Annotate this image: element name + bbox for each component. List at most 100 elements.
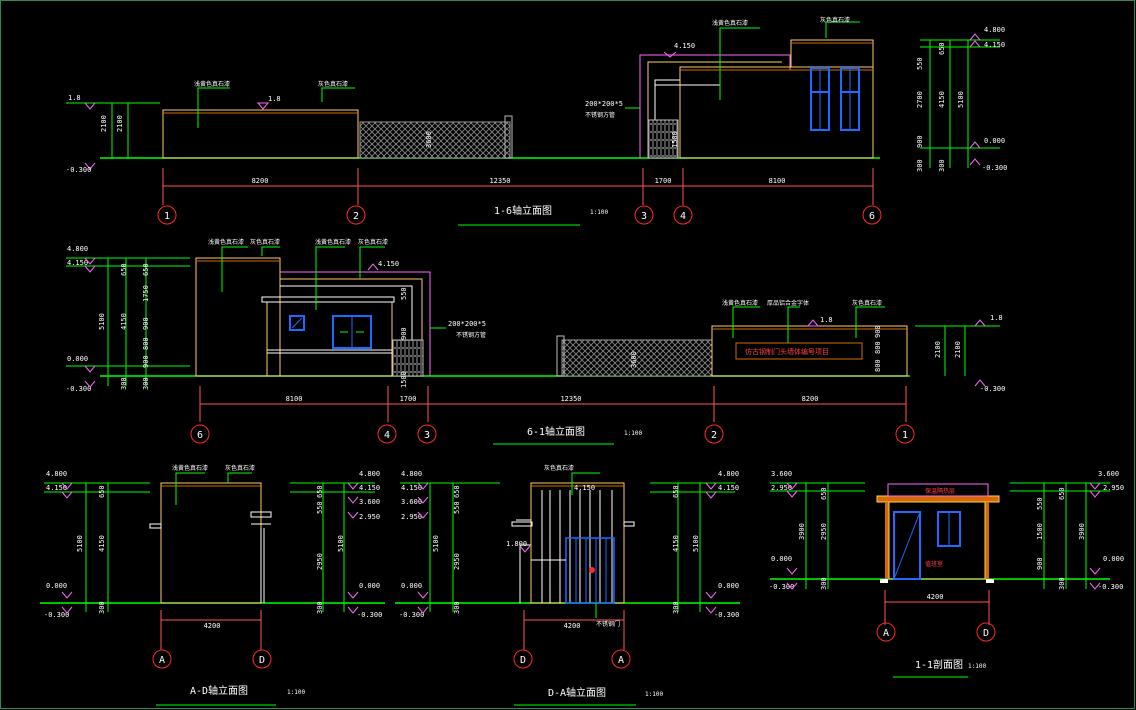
svg-text:4.150: 4.150 [67,259,88,267]
axis-bubble: A [611,649,631,669]
axis-bubble: 1 [895,424,915,444]
svg-text:-0.300: -0.300 [399,611,424,619]
material-note: 灰色真石漆 [820,16,850,24]
dim-text: 8100 [286,395,303,403]
signage-text: 仿古钢制门头墙体编号项目 [745,347,829,356]
material-note: 灰色真石漆 [544,464,574,472]
steel-spec: 不锈钢方管 [585,111,615,119]
svg-text:2.950: 2.950 [771,484,792,492]
material-note: 灰色真石漆 [318,80,348,88]
svg-text:900: 900 [142,355,150,368]
dim-text: 12350 [489,177,510,185]
svg-text:-0.300: -0.300 [980,385,1005,393]
svg-text:650: 650 [672,485,680,498]
svg-text:650: 650 [120,263,128,276]
svg-text:3.600: 3.600 [771,470,792,478]
svg-text:-0.300: -0.300 [66,385,91,393]
drawing-scale: 1:100 [645,691,663,698]
svg-text:5100: 5100 [98,313,106,330]
svg-text:D: D [983,628,989,639]
gate-d4 [565,537,615,604]
svg-text:2950: 2950 [820,523,828,540]
door-d5 [893,511,921,580]
material-note: 浅黄色真石漆 [208,238,244,246]
svg-text:-0.300: -0.300 [357,611,382,619]
axis-bubble: 6 [862,205,882,225]
svg-text:4.800: 4.800 [401,470,422,478]
elevation-1-6: 1 2 3 4 6 8200 12350 1700 8100 1.8 -0.30… [66,16,1007,226]
material-note: 浅黄色真石漆 [722,299,758,307]
svg-text:900: 900 [142,317,150,330]
svg-text:1500: 1500 [671,131,679,148]
level-mark: 1.8 [66,94,160,110]
svg-text:4.150: 4.150 [378,260,399,268]
svg-text:6: 6 [869,211,875,222]
svg-text:300: 300 [98,601,106,614]
svg-text:2.950: 2.950 [401,513,422,521]
svg-text:650: 650 [142,263,150,276]
svg-text:650: 650 [98,485,106,498]
section-1-1: 保温隔热层 值班室 4200 A D 3.600 2.950 0.000 -0.… [769,470,1124,678]
svg-text:4.150: 4.150 [359,484,380,492]
svg-text:3900: 3900 [1078,523,1086,540]
material-note: 浅黄色真石漆 [194,80,230,88]
svg-text:2100: 2100 [954,341,962,358]
svg-text:4.150: 4.150 [401,484,422,492]
svg-text:-0.300: -0.300 [982,164,1007,172]
dim-text: 8100 [769,177,786,185]
steel-spec: 不锈钢方管 [456,331,486,339]
svg-text:550: 550 [1036,497,1044,510]
svg-text:A: A [883,628,889,639]
material-note: 浅黄色真石漆 [712,19,748,27]
axis-bubble: 3 [634,205,654,225]
fence-d2 [561,339,713,377]
svg-text:550: 550 [916,57,924,70]
svg-text:A: A [159,655,165,666]
svg-text:300: 300 [916,159,924,172]
svg-text:4.150: 4.150 [574,484,595,492]
svg-text:4.800: 4.800 [67,245,88,253]
svg-text:4150: 4150 [120,313,128,330]
svg-text:1.800: 1.800 [506,540,527,548]
gate-label: 不锈钢门 [596,620,620,628]
svg-text:2.950: 2.950 [1103,484,1124,492]
svg-text:1.8: 1.8 [820,316,833,324]
roof-note: 保温隔热层 [925,487,955,495]
svg-text:1.8: 1.8 [68,94,81,102]
drawing-title: 1-1剖面图 [915,658,963,671]
svg-text:0.000: 0.000 [1103,555,1124,563]
drawing-scale: 1:100 [287,689,305,696]
svg-text:0.000: 0.000 [359,582,380,590]
svg-text:4150: 4150 [672,535,680,552]
svg-text:4.150: 4.150 [984,41,1005,49]
svg-text:800: 800 [874,359,882,372]
axis-bubble: D [976,622,996,642]
svg-text:5100: 5100 [957,91,965,108]
axis-bubble: 4 [377,424,397,444]
svg-text:4150: 4150 [98,535,106,552]
dim-text: 1700 [655,177,672,185]
steel-spec: 200*200*5 [585,100,623,108]
svg-text:2: 2 [353,211,359,222]
svg-text:300: 300 [820,577,828,590]
svg-text:1500: 1500 [1036,523,1044,540]
axis-bubble: 2 [346,205,366,225]
svg-text:-0.300: -0.300 [1098,583,1123,591]
elevation-a-d: 4200 A D 4.800 4.150 0.000 -0.300 650 41… [40,464,385,706]
svg-text:1500: 1500 [400,371,408,388]
drawing-title: D-A轴立面图 [548,686,606,699]
gate-d1 [647,119,679,159]
svg-text:1.8: 1.8 [990,314,1003,322]
axis-bubble: 1 [157,205,177,225]
svg-text:300: 300 [142,377,150,390]
material-note: 灰色真石漆 [852,299,882,307]
dim-text: 4200 [564,622,581,630]
svg-text:0.000: 0.000 [984,137,1005,145]
svg-text:0.000: 0.000 [771,555,792,563]
axis-bubble: D [252,649,272,669]
svg-text:5100: 5100 [76,535,84,552]
svg-text:800: 800 [142,337,150,350]
drawing-title: 1-6轴立面图 [494,204,552,217]
svg-text:4.800: 4.800 [718,470,739,478]
